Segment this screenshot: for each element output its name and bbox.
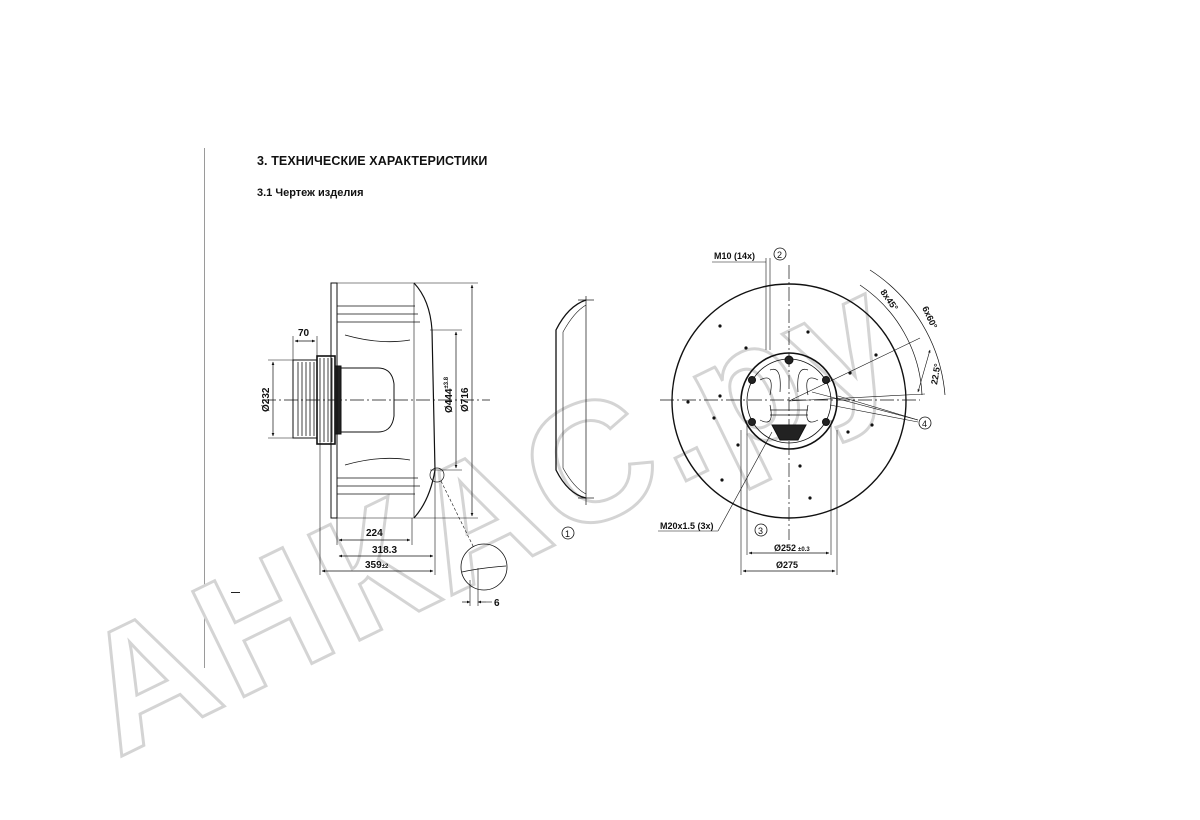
dim-252-tolerance: ±0.3: [798, 547, 810, 553]
impeller-disk: [671, 283, 907, 519]
angle-6x60-label: 6x60°: [920, 305, 939, 331]
dim-444-value: Ø444: [444, 388, 455, 413]
callout-4: 4: [922, 419, 927, 429]
section-view: [555, 296, 594, 540]
dim-70-label: 70: [298, 328, 310, 339]
callout-3: 3: [758, 526, 763, 536]
hub-outer: [740, 352, 838, 450]
dim-359-tolerance: ±2: [382, 564, 389, 570]
side-view: [262, 282, 508, 606]
inlet-cone: [413, 282, 436, 519]
dim-359-label: 359±2: [365, 560, 389, 571]
m20-label: M20x1.5 (3x): [660, 521, 714, 531]
callout-3-circle: [754, 523, 768, 537]
motor-fins: [297, 362, 315, 436]
callout-1-circle: [561, 526, 575, 540]
dim-444-label: Ø444±3.8: [444, 376, 455, 413]
mounting-holes: [686, 324, 878, 500]
detail-marker: [429, 467, 445, 483]
inlet-ring-section: [555, 299, 587, 499]
motor-ribs: [319, 358, 333, 442]
dim-444-tolerance: ±3.8: [444, 376, 450, 388]
dim-275-label: Ø275: [776, 560, 798, 570]
page-margin-rule: [204, 148, 205, 668]
impeller-blades: [337, 305, 420, 495]
watermark-text: АНКАС.ру: [51, 234, 927, 791]
watermark: АНКАС.ру: [49, 232, 928, 792]
dim-232-label: Ø232: [261, 387, 272, 412]
angle-arc-outer: [869, 269, 946, 396]
rotor: [341, 367, 395, 433]
detail-view: [460, 543, 508, 591]
dim-252-label: Ø252±0.3: [774, 543, 810, 553]
dim-318-label: 318.3: [372, 545, 397, 556]
back-plate: [330, 282, 338, 519]
callout-2: 2: [777, 250, 782, 260]
terminal-box: [292, 359, 318, 439]
terminal-lugs: [771, 424, 807, 441]
callout-4-circle: [918, 416, 932, 430]
dim-224-label: 224: [366, 528, 383, 539]
front-view: [658, 247, 946, 575]
dim-359-value: 359: [365, 560, 382, 571]
m10-label: M10 (14x): [714, 251, 755, 261]
dim-252-value: Ø252: [774, 543, 796, 553]
motor-flange: [334, 365, 342, 435]
dim-716-label: Ø716: [460, 387, 471, 412]
hub-ribs: [759, 368, 819, 423]
callout-2-circle: [773, 247, 787, 261]
angle-22-5-label: 22.5°: [929, 362, 943, 385]
callout-1: 1: [565, 529, 570, 539]
subsection-title: 3.1 Чертеж изделия: [257, 187, 364, 199]
dim-6-label: 6: [494, 598, 500, 609]
margin-dash: [231, 592, 240, 593]
section-title: 3. ТЕХНИЧЕСКИЕ ХАРАКТЕРИСТИКИ: [257, 154, 488, 168]
